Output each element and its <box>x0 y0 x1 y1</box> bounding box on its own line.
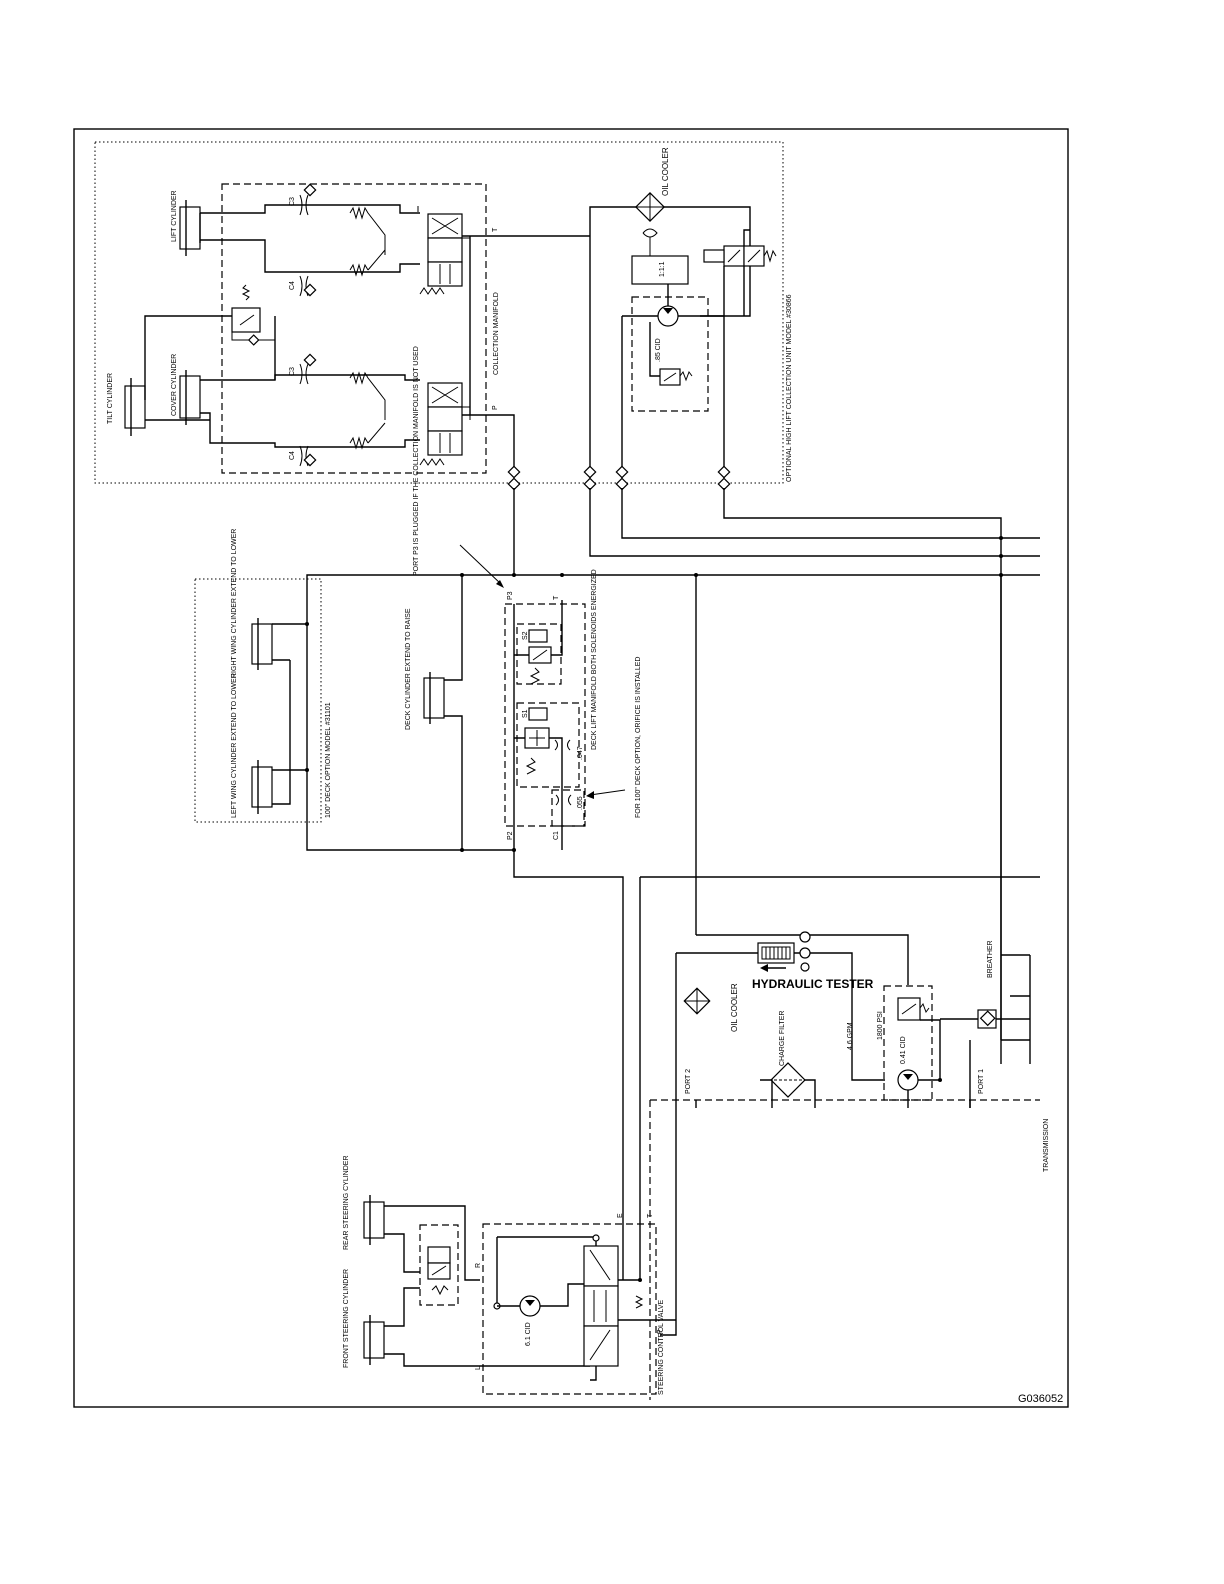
svg-text:1:1:1: 1:1:1 <box>659 261 666 277</box>
svg-text:CHARGE FILTER: CHARGE FILTER <box>779 1011 786 1067</box>
svg-text:RIGHT WING CYLINDER EXTEND TO: RIGHT WING CYLINDER EXTEND TO LOWER <box>231 529 238 678</box>
svg-text:FRONT STEERING CYLINDER: FRONT STEERING CYLINDER <box>343 1269 350 1368</box>
svg-text:TILT CYLINDER: TILT CYLINDER <box>107 373 114 424</box>
drawing-number: G036052 <box>1018 1393 1063 1405</box>
cover-port-c4: C4 <box>289 445 317 467</box>
svg-text:C1: C1 <box>553 831 560 840</box>
svg-text:C3: C3 <box>289 197 296 206</box>
svg-text:DECK CYLINDER EXTEND TO RAISE: DECK CYLINDER EXTEND TO RAISE <box>405 608 412 730</box>
optional-unit-label: OPTIONAL HIGH LIFT COLLECTION UNIT MODEL… <box>786 294 793 482</box>
collection-manifold-box <box>221 183 487 474</box>
svg-text:LIFT CYLINDER: LIFT CYLINDER <box>171 190 178 242</box>
cover-directional-valve <box>419 382 471 466</box>
svg-text:C3: C3 <box>289 367 296 376</box>
solenoid-s1: S1 .047 <box>514 702 584 850</box>
drawing-border <box>73 128 1069 1408</box>
svg-text:6.1 CID: 6.1 CID <box>525 1322 532 1346</box>
svg-text:PORT P3 IS PLUGGED IF THE COLL: PORT P3 IS PLUGGED IF THE COLLECTION MAN… <box>413 346 420 576</box>
deck-option-box: 100" DECK OPTION MODEL #31101 RIGHT WING… <box>194 529 332 823</box>
optional-collection-unit: OPTIONAL HIGH LIFT COLLECTION UNIT MODEL… <box>94 141 793 484</box>
svg-text:T: T <box>647 1213 654 1218</box>
svg-text:C4: C4 <box>289 281 296 290</box>
oil-cooler-bottom: OIL COOLER <box>660 953 739 1336</box>
charge-filter: CHARGE FILTER <box>760 1011 816 1108</box>
svg-text:HYDRAULIC TESTER: HYDRAULIC TESTER <box>752 977 874 991</box>
svg-text:.047: .047 <box>577 746 584 760</box>
steering-control-valve: STEERING CONTROL VALVE 6.1 CID E T P <box>482 1100 676 1395</box>
svg-text:COVER CYLINDER: COVER CYLINDER <box>171 354 178 416</box>
relief-valve-collection <box>231 284 275 346</box>
svg-text:TRANSMISSION: TRANSMISSION <box>1043 1119 1050 1172</box>
right-wing-cylinder: RIGHT WING CYLINDER EXTEND TO LOWER <box>231 529 307 678</box>
solenoid-valve-top <box>703 229 777 316</box>
charge-pump: 1800 PSI 4.6 GPM 0.41 CID <box>847 985 942 1108</box>
svg-text:PORT 1: PORT 1 <box>978 1069 985 1094</box>
solenoid-s2: S2 <box>514 600 563 685</box>
svg-text:L: L <box>475 1366 482 1370</box>
svg-text:OIL COOLER: OIL COOLER <box>661 147 670 196</box>
svg-text:PORT 2: PORT 2 <box>685 1069 692 1094</box>
left-wing-cylinder: LEFT WING CYLINDER EXTEND TO LOWER <box>231 660 307 818</box>
cover-cylinder: COVER CYLINDER <box>171 354 201 425</box>
manifold-port-p: P <box>492 405 499 410</box>
svg-text:REAR STEERING CYLINDER: REAR STEERING CYLINDER <box>343 1155 350 1250</box>
svg-text:P: P <box>657 1329 664 1334</box>
svg-text:OIL COOLER: OIL COOLER <box>730 983 739 1032</box>
svg-text:LEFT WING CYLINDER EXTEND TO L: LEFT WING CYLINDER EXTEND TO LOWER <box>231 673 238 818</box>
pump-top: .85 CID <box>621 284 724 478</box>
svg-text:S2: S2 <box>522 631 529 640</box>
svg-text:C4: C4 <box>289 451 296 460</box>
breather: BREATHER <box>940 940 1031 1108</box>
transmission-boundary: TRANSMISSION PORT 2 PORT 1 <box>649 1069 1050 1400</box>
lift-port-c4: C4 <box>289 275 317 297</box>
collection-manifold-label: COLLECTION MANIFOLD <box>493 292 500 375</box>
hydraulic-tester: HYDRAULIC TESTER <box>676 931 909 1081</box>
svg-text:R: R <box>475 1263 482 1268</box>
svg-text:.85 CID: .85 CID <box>655 338 662 362</box>
rear-steering-cylinder: REAR STEERING CYLINDER <box>343 1155 480 1281</box>
svg-text:4.6 GPM: 4.6 GPM <box>847 1022 854 1050</box>
port-p3-note: PORT P3 IS PLUGGED IF THE COLLECTION MAN… <box>413 346 504 588</box>
manifold-port-t: T <box>492 227 499 232</box>
svg-text:DECK LIFT MANIFOLD BOTH SOLENO: DECK LIFT MANIFOLD BOTH SOLENOIDS ENERGI… <box>591 569 598 750</box>
cover-port-c3: C3 <box>289 353 317 385</box>
oil-cooler-top: OIL COOLER <box>589 147 751 317</box>
svg-text:S1: S1 <box>522 709 529 718</box>
lift-directional-valve <box>417 206 471 295</box>
tilt-cylinder: TILT CYLINDER <box>107 373 146 436</box>
svg-text:P3: P3 <box>507 591 514 600</box>
deck-cylinder: DECK CYLINDER EXTEND TO RAISE <box>405 573 464 852</box>
lift-cylinder: LIFT CYLINDER <box>171 190 201 256</box>
svg-text:T: T <box>553 595 560 600</box>
svg-text:1800 PSI: 1800 PSI <box>877 1011 884 1040</box>
orifice-055: .055 <box>551 789 585 827</box>
couplers-top <box>507 465 731 491</box>
svg-text:FOR 100" DECK OPTION, ORIFICE: FOR 100" DECK OPTION, ORIFICE IS INSTALL… <box>635 657 642 818</box>
lift-port-c3: C3 <box>289 183 317 216</box>
svg-text:P2: P2 <box>507 831 514 840</box>
svg-text:0.41 CID: 0.41 CID <box>900 1036 907 1064</box>
steering-selector-valve: R L <box>419 1224 482 1370</box>
svg-text:100" DECK OPTION MODEL #31101: 100" DECK OPTION MODEL #31101 <box>325 702 332 818</box>
orifice-note: FOR 100" DECK OPTION, ORIFICE IS INSTALL… <box>586 657 642 818</box>
fan-motor: 1:1:1 <box>631 228 689 285</box>
front-steering-cylinder: FRONT STEERING CYLINDER <box>343 1269 590 1368</box>
svg-text:E: E <box>617 1213 624 1218</box>
deck-lift-manifold: DECK LIFT MANIFOLD BOTH SOLENOIDS ENERGI… <box>504 569 598 852</box>
svg-text:BREATHER: BREATHER <box>987 940 994 978</box>
svg-text:STEERING CONTROL VALVE: STEERING CONTROL VALVE <box>658 1300 665 1395</box>
svg-text:.055: .055 <box>577 796 584 810</box>
